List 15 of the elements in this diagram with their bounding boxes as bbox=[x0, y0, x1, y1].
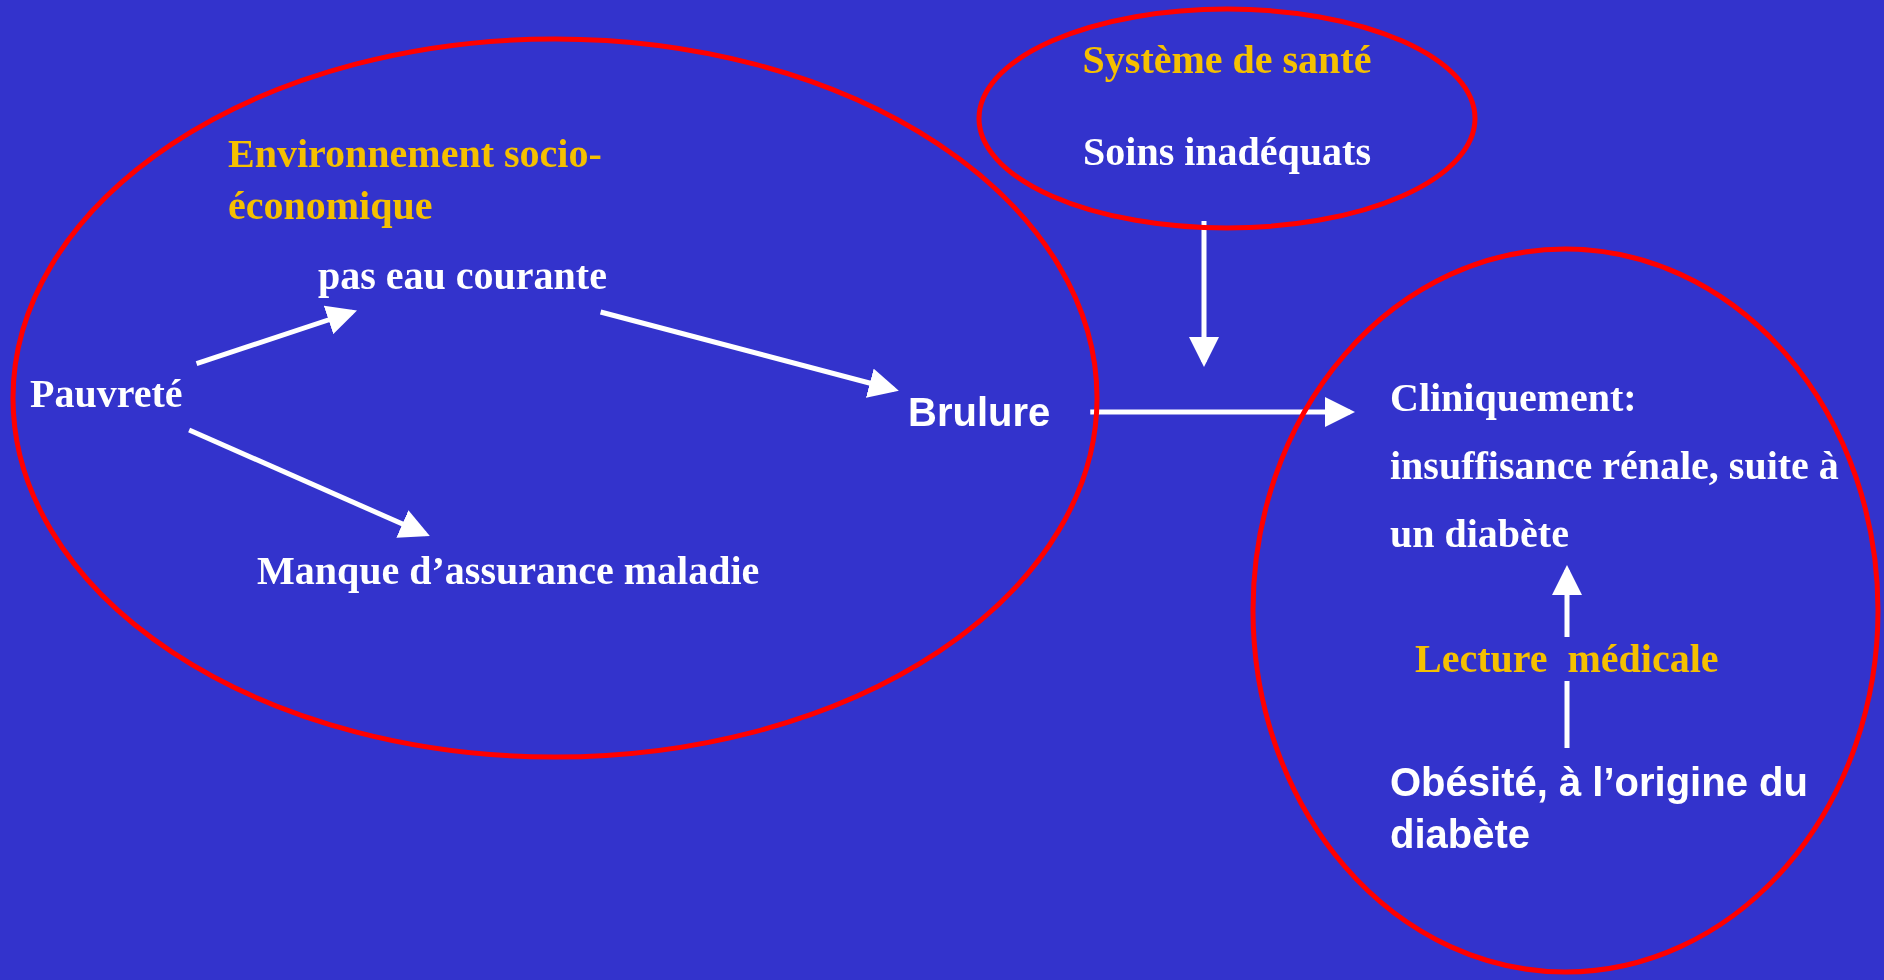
group-heading: Système de santé bbox=[1081, 36, 1373, 84]
arrow bbox=[599, 309, 899, 398]
arrow bbox=[1090, 397, 1355, 427]
node-text: Pauvreté bbox=[30, 370, 184, 418]
group-heading: Environnement socio-économique bbox=[228, 130, 603, 230]
node-text: Soins inadéquats bbox=[1082, 128, 1372, 176]
arrow bbox=[195, 305, 357, 366]
node-text: Cliniquement: insuffisance rénale, suite à un diabète bbox=[1390, 374, 1840, 558]
node-text: pas eau courante bbox=[318, 252, 608, 300]
arrow bbox=[1189, 221, 1219, 367]
edge-label: Lecture médicale bbox=[1415, 637, 1719, 681]
node-text: Manque d’assurance maladie bbox=[257, 547, 761, 595]
node-text: Brulure bbox=[908, 389, 1052, 436]
arrow bbox=[188, 427, 430, 538]
node-text: Obésité, à l’origine du diabète bbox=[1390, 759, 1809, 858]
